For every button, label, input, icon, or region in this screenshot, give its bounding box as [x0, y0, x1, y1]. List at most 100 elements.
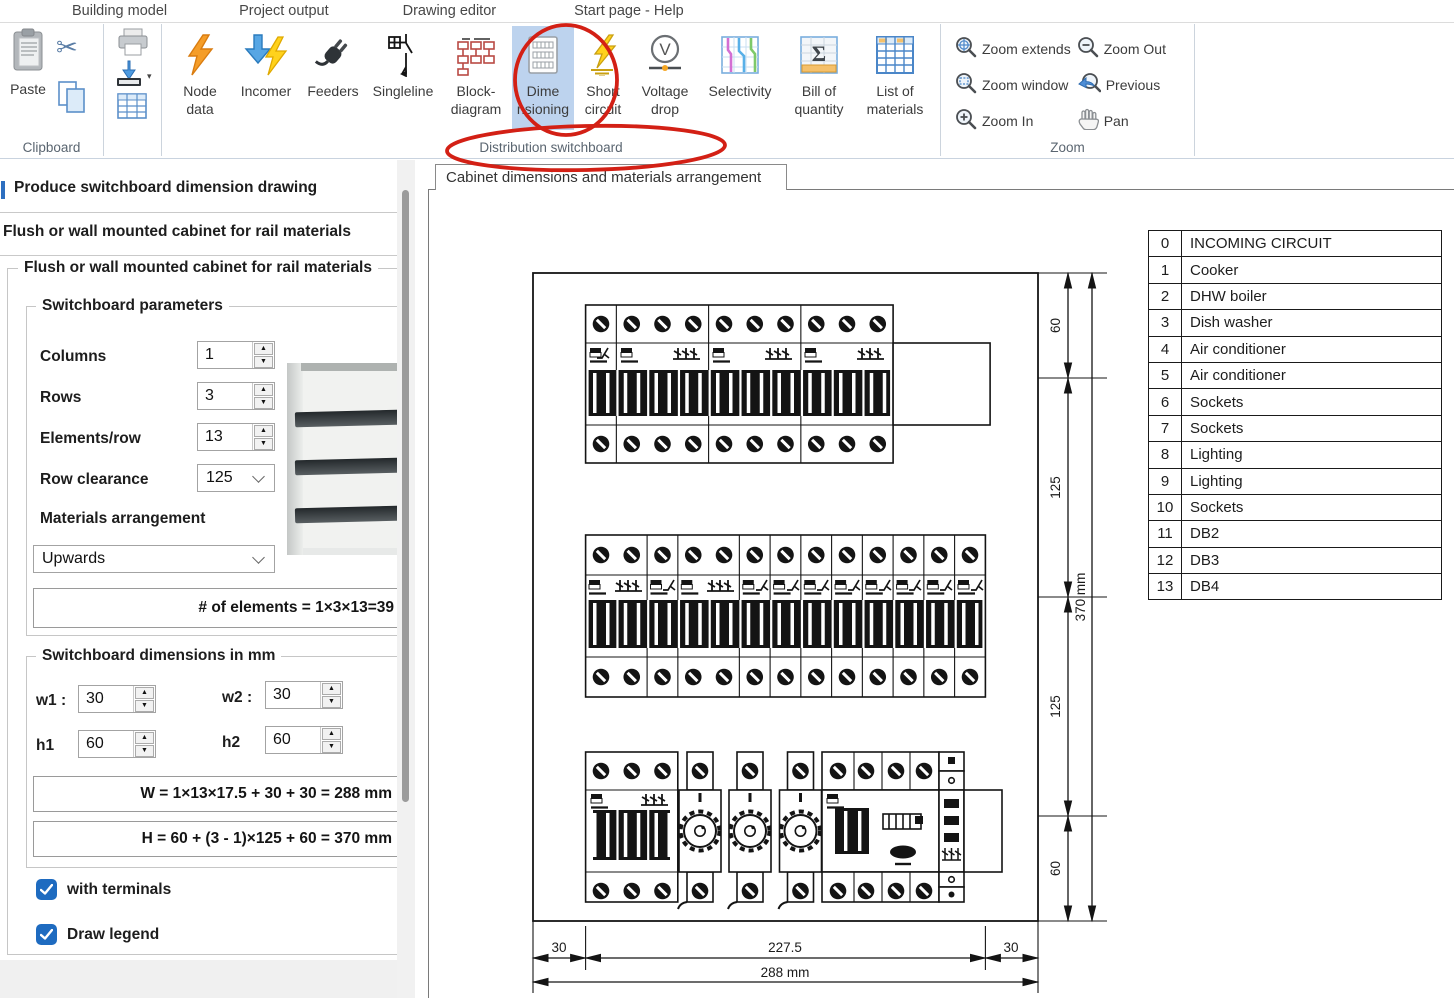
tab-building-model[interactable]: Building model	[72, 3, 168, 19]
groupbox-parameters-legend: Switchboard parameters	[36, 297, 229, 315]
ribbon-button-incomer[interactable]: Incomer	[232, 26, 300, 130]
ribbon: Building model Project output Drawing ed…	[0, 0, 1454, 159]
w2-input[interactable]	[266, 682, 320, 708]
check-icon	[40, 884, 53, 895]
copy-button[interactable]	[56, 80, 90, 119]
print-button[interactable]	[116, 28, 150, 63]
ribbon-group-distribution-switchboard: Node data Incomer Feeders	[162, 24, 941, 156]
calc-table-button[interactable]	[116, 92, 148, 125]
draw-legend-checkbox[interactable]	[36, 924, 57, 945]
zoom-window-icon	[955, 72, 977, 97]
h2-stepper[interactable]: ▲▼	[265, 726, 343, 754]
w1-label: w1 :	[36, 692, 67, 709]
ribbon-button-feeders[interactable]: Feeders	[300, 26, 366, 130]
panel-section-header[interactable]: Flush or wall mounted cabinet for rail m…	[3, 223, 351, 240]
export-button[interactable]: ▾	[114, 60, 152, 93]
w1-input[interactable]	[79, 686, 133, 712]
spin-up-icon[interactable]: ▲	[135, 687, 154, 699]
spreadsheet-icon	[116, 93, 148, 124]
pan-button[interactable]: Pan	[1077, 108, 1166, 133]
w2-spin-buttons[interactable]: ▲▼	[320, 682, 342, 708]
zoom-previous-button[interactable]: Previous	[1077, 72, 1166, 97]
feeders-icon	[312, 31, 354, 79]
elements-spin-buttons[interactable]: ▲▼	[252, 424, 274, 450]
elements-per-row-stepper[interactable]: ▲▼	[197, 423, 275, 451]
tab-project-output[interactable]: Project output	[239, 3, 329, 19]
w2-label: w2 :	[222, 689, 253, 706]
ribbon-button-singleline[interactable]: Singleline	[366, 26, 440, 130]
zoom-extends-icon	[955, 36, 977, 61]
h2-spin-buttons[interactable]: ▲▼	[320, 727, 342, 753]
panel-title: Produce switchboard dimension drawing	[14, 179, 318, 196]
divider	[0, 212, 397, 213]
zoom-out-button[interactable]: Zoom Out	[1077, 36, 1166, 61]
panel-scrollbar-thumb[interactable]	[402, 190, 409, 802]
zoom-in-button[interactable]: Zoom In	[955, 108, 1071, 133]
columns-spin-buttons[interactable]: ▲▼	[252, 342, 274, 368]
ribbon-button-voltage-drop[interactable]: V Voltage drop	[632, 26, 698, 130]
columns-stepper[interactable]: ▲▼	[197, 341, 275, 369]
cabinet-row-slot	[294, 409, 397, 428]
elements-per-row-input[interactable]	[198, 424, 252, 450]
ribbon-button-selectivity[interactable]: Selectivity	[698, 26, 782, 130]
ribbon-button-list-of-materials[interactable]: List of materials	[856, 26, 934, 130]
svg-text:V: V	[659, 40, 671, 59]
spin-down-icon[interactable]: ▼	[135, 745, 154, 757]
rows-spin-buttons[interactable]: ▲▼	[252, 383, 274, 409]
h2-input[interactable]	[266, 727, 320, 753]
spin-up-icon[interactable]: ▲	[254, 425, 273, 437]
tab-start-page-help[interactable]: Start page - Help	[574, 3, 684, 19]
dim-30-left: 30	[551, 940, 566, 955]
h1-input[interactable]	[79, 731, 133, 757]
rows-input[interactable]	[198, 383, 252, 409]
spin-up-icon[interactable]: ▲	[135, 732, 154, 744]
rows-stepper[interactable]: ▲▼	[197, 382, 275, 410]
cabinet-row-slot	[294, 457, 397, 476]
w2-stepper[interactable]: ▲▼	[265, 681, 343, 709]
with-terminals-checkbox[interactable]	[36, 879, 57, 900]
h1-stepper[interactable]: ▲▼	[78, 730, 156, 758]
svg-text:Σ: Σ	[812, 41, 826, 66]
spin-down-icon[interactable]: ▼	[254, 356, 273, 368]
zoom-group-label: Zoom	[1050, 140, 1085, 155]
columns-input[interactable]	[198, 342, 252, 368]
ribbon-button-short-circuit[interactable]: Short circuit	[574, 26, 632, 130]
spin-down-icon[interactable]: ▼	[322, 741, 341, 753]
spin-up-icon[interactable]: ▲	[322, 728, 341, 740]
zoom-window-button[interactable]: Zoom window	[955, 72, 1071, 97]
elements-per-row-label: Elements/row	[40, 430, 141, 447]
ribbon-button-bill-of-quantity[interactable]: Σ Bill of quantity	[782, 26, 856, 130]
cabinet-photo	[287, 363, 397, 555]
ribbon-button-dimensioning[interactable]: Dime nsioning	[512, 26, 574, 130]
w1-spin-buttons[interactable]: ▲▼	[133, 686, 155, 712]
paste-label: Paste	[10, 81, 46, 97]
spin-up-icon[interactable]: ▲	[254, 384, 273, 396]
dim-60-bottom: 60	[1048, 861, 1063, 876]
tab-drawing-editor[interactable]: Drawing editor	[402, 3, 497, 19]
dim-125-lower: 125	[1048, 695, 1063, 718]
h1-spin-buttons[interactable]: ▲▼	[133, 731, 155, 757]
spin-down-icon[interactable]: ▼	[254, 397, 273, 409]
w1-stepper[interactable]: ▲▼	[78, 685, 156, 713]
spin-down-icon[interactable]: ▼	[322, 696, 341, 708]
zoom-out-icon	[1077, 36, 1099, 61]
ribbon-button-block-diagram[interactable]: Block- diagram	[440, 26, 512, 130]
spin-up-icon[interactable]: ▲	[254, 343, 273, 355]
ribbon-button-node-data[interactable]: Node data	[168, 26, 232, 130]
paste-button[interactable]: Paste	[8, 28, 48, 97]
canvas-tab-cabinet-dimensions[interactable]: Cabinet dimensions and materials arrange…	[435, 164, 787, 190]
rows-label: Rows	[40, 389, 82, 406]
cabinet-photo-frame	[287, 363, 303, 555]
cut-button[interactable]: ✂	[56, 32, 78, 63]
import-icon	[114, 60, 144, 93]
materials-arrangement-select[interactable]: Upwards	[33, 545, 275, 573]
row-clearance-select[interactable]: 125	[197, 464, 275, 492]
panel-scrollbar[interactable]	[397, 160, 415, 998]
spin-down-icon[interactable]: ▼	[254, 438, 273, 450]
spin-down-icon[interactable]: ▼	[135, 700, 154, 712]
zoom-extends-button[interactable]: Zoom extends	[955, 36, 1071, 61]
check-icon	[40, 929, 53, 940]
spin-up-icon[interactable]: ▲	[322, 683, 341, 695]
